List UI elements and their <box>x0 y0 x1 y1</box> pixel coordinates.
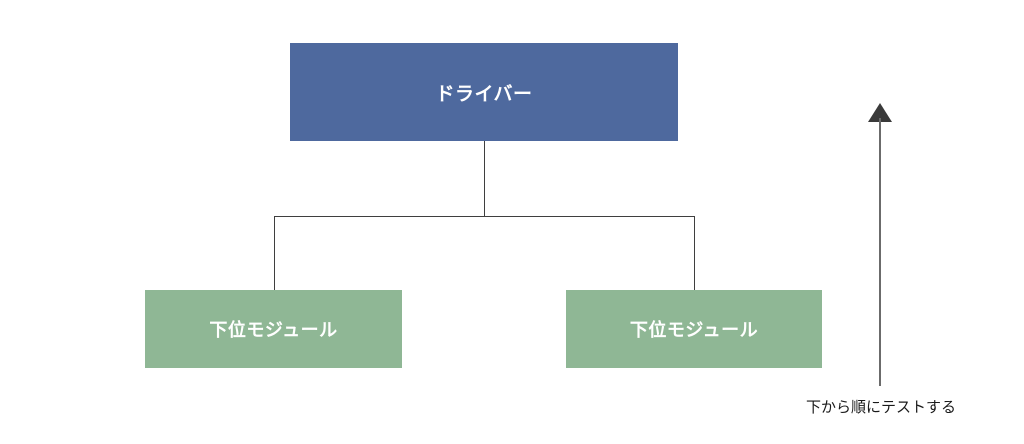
node-module-left[interactable]: 下位モジュール <box>145 290 402 368</box>
connector-horizontal-bus <box>274 216 695 217</box>
node-driver[interactable]: ドライバー <box>290 43 678 141</box>
connector-bus-to-module-right <box>694 216 695 291</box>
arrow-shaft <box>879 118 881 386</box>
arrow-caption: 下から順にテストする <box>805 399 956 416</box>
connector-bus-to-module-left <box>274 216 275 291</box>
node-module-right-label: 下位モジュール <box>629 320 759 340</box>
arrow-up-icon <box>868 103 892 122</box>
node-module-right[interactable]: 下位モジュール <box>566 290 822 368</box>
node-driver-label: ドライバー <box>435 83 533 105</box>
node-module-left-label: 下位モジュール <box>209 320 338 340</box>
connector-driver-to-bus <box>484 141 485 217</box>
